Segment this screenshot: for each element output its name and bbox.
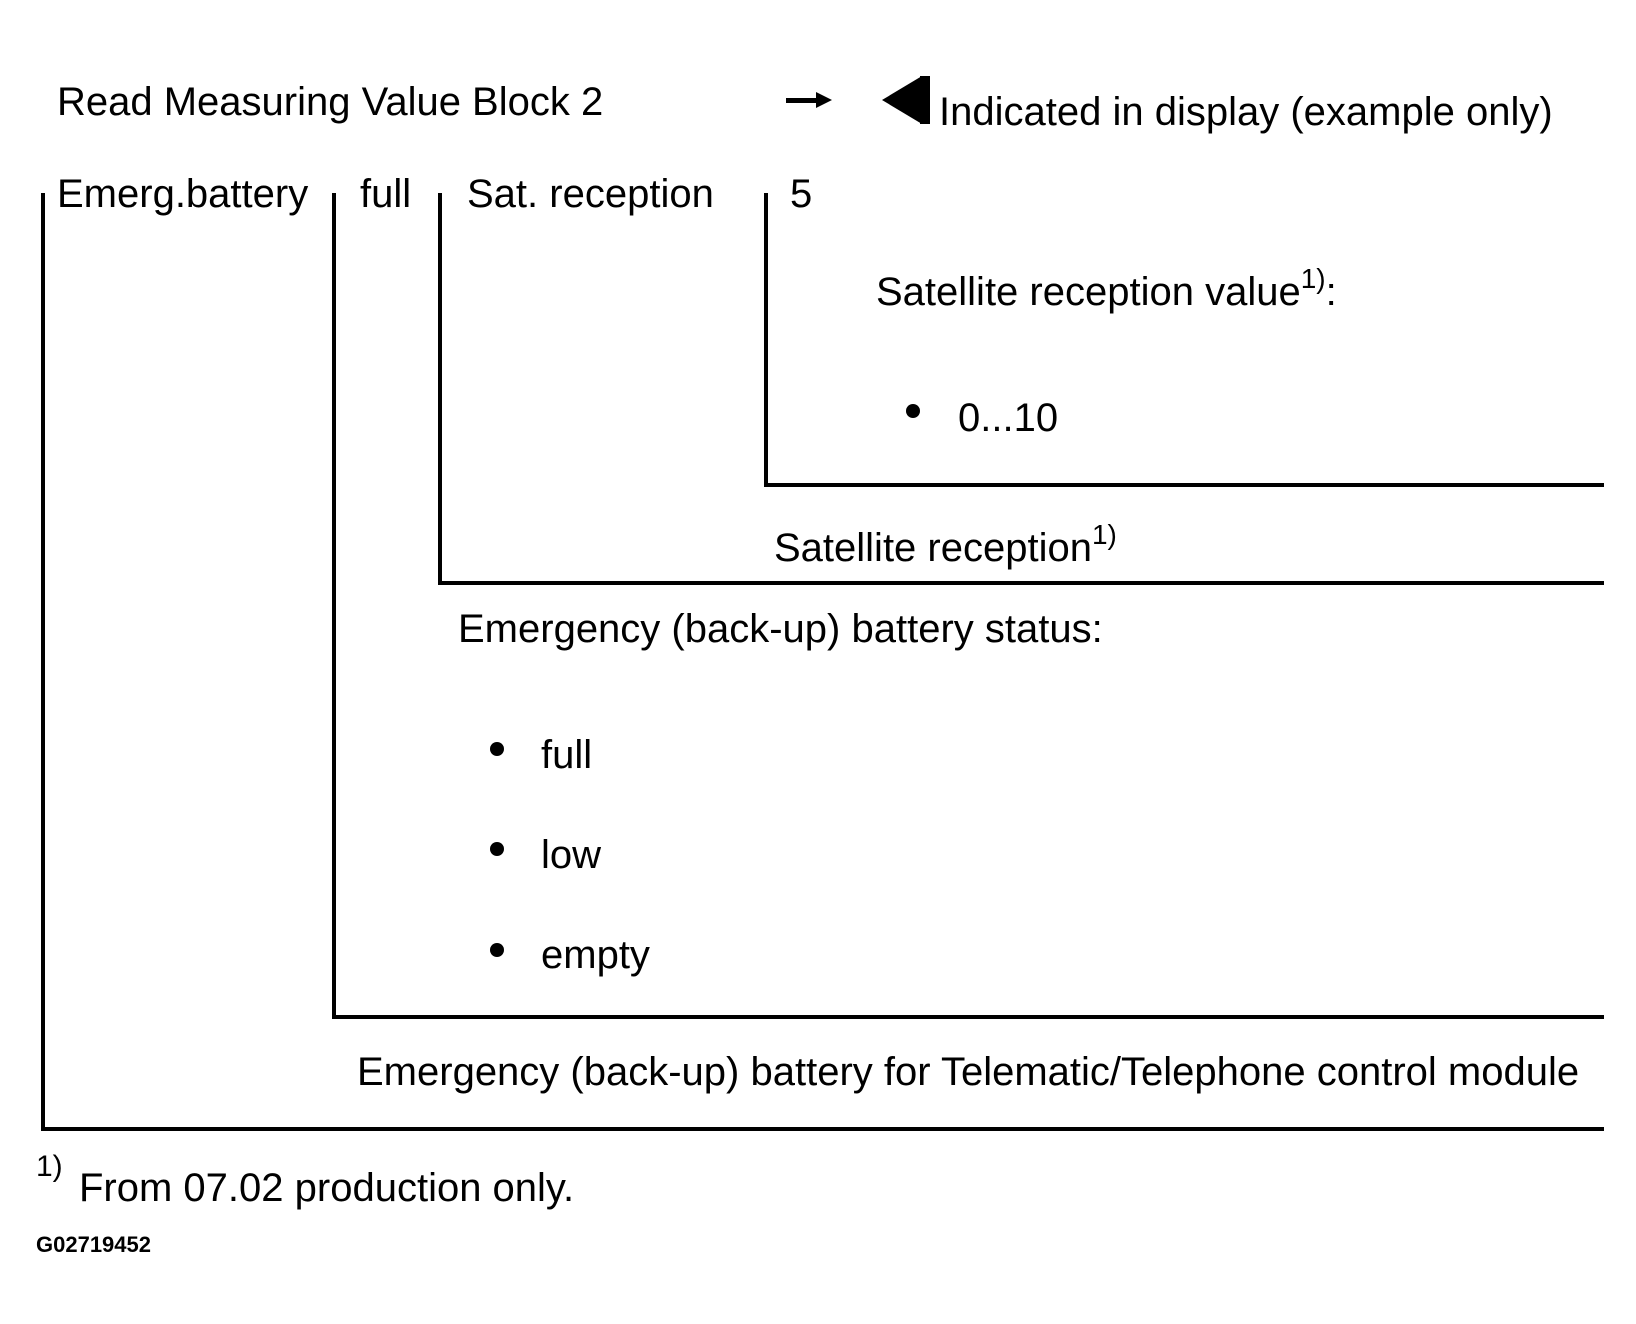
battery-description-label: Emergency (back-up) battery for Telemati…	[357, 1050, 1580, 1094]
battery-status-bullet-low	[490, 842, 504, 856]
bracket-field3-horizontal	[438, 581, 1604, 585]
bracket-field1-vertical	[41, 193, 45, 1131]
battery-status-bullet-full	[490, 742, 504, 756]
display-field-sat-reception: Sat. reception	[467, 172, 714, 216]
diagram-title: Read Measuring Value Block 2	[57, 80, 604, 124]
battery-status-item-empty: empty	[541, 933, 650, 977]
battery-status-heading: Emergency (back-up) battery status:	[458, 607, 1103, 651]
satellite-value-range: 0...10	[958, 396, 1059, 440]
figure-code: G02719452	[36, 1232, 151, 1257]
battery-status-bullet-empty	[490, 943, 504, 957]
bracket-field4-vertical	[764, 193, 768, 487]
arrow-right-icon	[786, 92, 832, 108]
footnote-text: From 07.02 production only.	[79, 1166, 575, 1210]
display-field-value-5: 5	[790, 172, 813, 216]
satellite-value-bullet	[906, 404, 920, 418]
satellite-reception-label: Satellite reception1)	[774, 519, 1117, 570]
display-note: Indicated in display (example only)	[939, 90, 1553, 134]
display-field-emerg-battery: Emerg.battery	[57, 172, 309, 216]
bracket-field4-horizontal	[764, 483, 1604, 487]
satellite-value-heading: Satellite reception value1):	[876, 263, 1337, 314]
bracket-field1-horizontal	[41, 1127, 1604, 1131]
battery-status-item-low: low	[541, 833, 602, 877]
bracket-field2-vertical	[332, 193, 336, 1019]
display-field-full: full	[360, 172, 412, 216]
footnote-marker: 1)	[36, 1150, 63, 1183]
bracket-field3-vertical	[438, 193, 442, 585]
battery-status-item-full: full	[541, 733, 593, 777]
triangle-left-icon	[882, 76, 930, 124]
bracket-field2-horizontal	[332, 1015, 1604, 1019]
